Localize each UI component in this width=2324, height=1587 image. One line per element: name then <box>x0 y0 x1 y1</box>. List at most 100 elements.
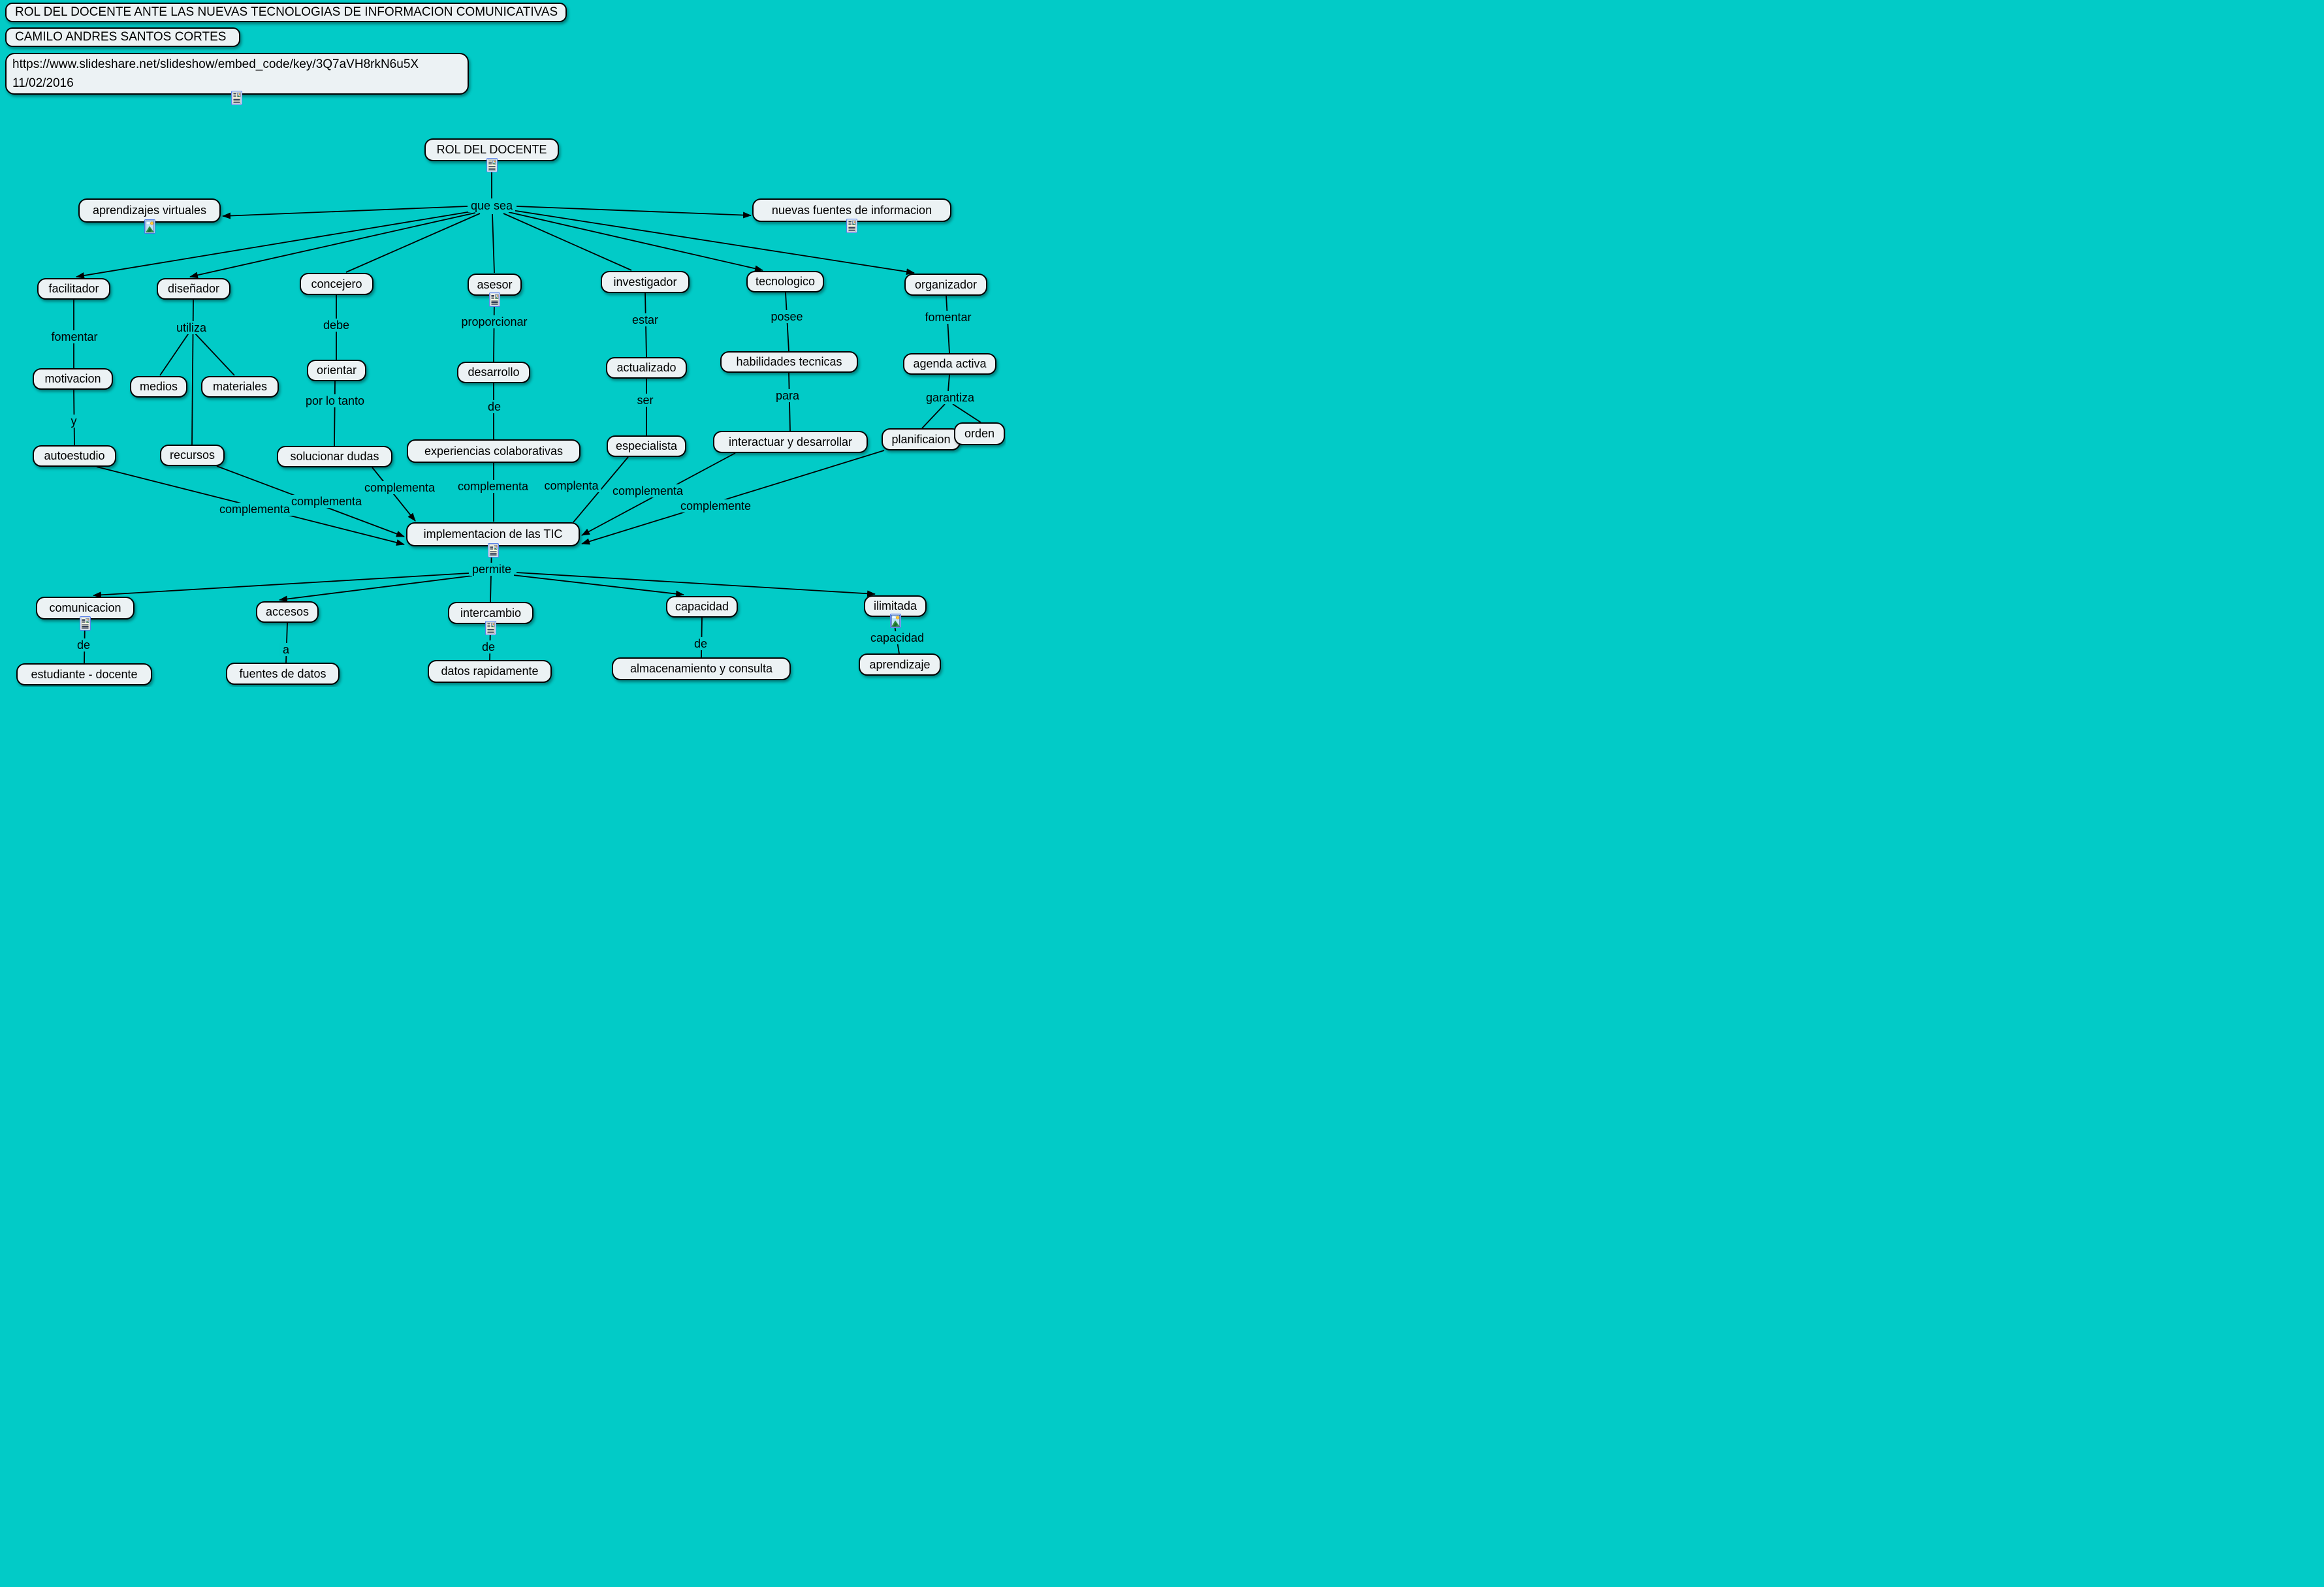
document-icon[interactable] <box>485 621 496 635</box>
map-title-box: ROL DEL DOCENTE ANTE LAS NUEVAS TECNOLOG… <box>5 3 567 22</box>
image-icon[interactable] <box>890 614 901 628</box>
concept-accesos[interactable]: accesos <box>256 601 319 623</box>
concept-planificaion[interactable]: planificaion <box>882 428 961 450</box>
concept-especialista[interactable]: especialista <box>607 435 686 457</box>
concept-nuevas[interactable]: nuevas fuentes de informacion <box>752 198 951 222</box>
concept-capacidad[interactable]: capacidad <box>666 596 738 618</box>
concept-label: estudiante - docente <box>31 667 138 681</box>
link-phrase-capacidad2[interactable]: capacidad <box>867 631 927 644</box>
concept-fuentes[interactable]: fuentes de datos <box>226 663 340 685</box>
concept-agenda[interactable]: agenda activa <box>903 353 996 375</box>
concept-label: datos rapidamente <box>441 665 539 678</box>
concept-concejero[interactable]: concejero <box>300 273 374 295</box>
concept-asesor[interactable]: asesor <box>468 274 522 296</box>
concept-aprendizaje[interactable]: aprendizaje <box>859 653 941 676</box>
connector-line <box>76 211 472 279</box>
concept-label: aprendizaje <box>869 657 931 671</box>
link-phrase-a[interactable]: a <box>279 643 293 656</box>
connector-line <box>947 374 950 392</box>
concept-medios[interactable]: medios <box>130 376 187 398</box>
concept-investigador[interactable]: investigador <box>601 271 690 293</box>
concept-motivacion[interactable]: motivacion <box>33 368 113 390</box>
concept-recursos[interactable]: recursos <box>160 445 225 466</box>
link-phrase-fomentar1[interactable]: fomentar <box>48 330 101 343</box>
link-phrase-garantiza[interactable]: garantiza <box>923 391 978 404</box>
map-author: CAMILO ANDRES SANTOS CORTES <box>15 30 227 44</box>
link-phrase-y[interactable]: y <box>68 415 80 428</box>
document-icon[interactable] <box>231 91 242 105</box>
link-phrase-ser[interactable]: ser <box>634 394 656 407</box>
link-phrase-de1[interactable]: de <box>485 400 504 413</box>
concept-aprendizajes[interactable]: aprendizajes virtuales <box>78 198 221 223</box>
concept-interactuar[interactable]: interactuar y desarrollar <box>713 431 868 453</box>
link-phrase-por_lo_tanto[interactable]: por lo tanto <box>302 394 368 407</box>
concept-estudiante[interactable]: estudiante - docente <box>16 663 152 685</box>
concept-rol[interactable]: ROL DEL DOCENTE <box>424 138 559 161</box>
concept-almacenamiento[interactable]: almacenamiento y consulta <box>612 657 791 680</box>
concept-label: aprendizajes virtuales <box>92 204 207 217</box>
connector-line <box>946 295 950 354</box>
link-phrase-de3[interactable]: de <box>479 640 498 653</box>
concept-materiales[interactable]: materiales <box>201 376 279 398</box>
concept-datos[interactable]: datos rapidamente <box>428 660 552 683</box>
concept-label: implementacion de las TIC <box>423 527 563 541</box>
concept-label: actualizado <box>616 361 677 374</box>
link-phrase-de4[interactable]: de <box>691 637 710 650</box>
document-icon[interactable] <box>80 616 91 631</box>
concept-label: ilimitada <box>873 599 917 612</box>
concept-orientar[interactable]: orientar <box>307 360 366 381</box>
link-phrase-que_sea[interactable]: que sea <box>468 199 516 212</box>
link-phrase-debe[interactable]: debe <box>320 319 353 332</box>
link-phrase-permite[interactable]: permite <box>469 563 515 576</box>
link-phrase-c3[interactable]: complementa <box>361 481 438 494</box>
concept-label: comunicacion <box>49 601 121 614</box>
concept-organizador[interactable]: organizador <box>904 274 987 296</box>
concept-label: asesor <box>477 277 513 291</box>
link-phrase-c7[interactable]: complemente <box>677 499 754 512</box>
link-phrase-utiliza[interactable]: utiliza <box>173 321 210 334</box>
concept-label: facilitador <box>48 282 99 295</box>
link-phrase-fomentar2[interactable]: fomentar <box>922 311 974 324</box>
link-phrase-para[interactable]: para <box>772 389 803 402</box>
link-phrase-posee[interactable]: posee <box>768 310 806 323</box>
concept-solucionar[interactable]: solucionar dudas <box>277 446 392 467</box>
concept-experiencias[interactable]: experiencias colaborativas <box>407 439 581 463</box>
document-icon[interactable] <box>489 292 500 307</box>
concept-comunicacion[interactable]: comunicacion <box>36 597 135 620</box>
concept-label: habilidades tecnicas <box>736 355 842 368</box>
connector-line <box>952 403 981 423</box>
connector-line <box>279 575 473 603</box>
concept-disenador[interactable]: diseñador <box>157 278 231 300</box>
concept-ilimitada[interactable]: ilimitada <box>864 595 927 617</box>
image-icon[interactable] <box>144 219 155 234</box>
concept-desarrollo[interactable]: desarrollo <box>457 362 530 383</box>
concept-label: investigador <box>613 275 677 289</box>
link-phrase-c6[interactable]: complementa <box>609 484 686 497</box>
document-icon[interactable] <box>846 219 857 233</box>
document-icon[interactable] <box>488 543 499 558</box>
concept-habilidades[interactable]: habilidades tecnicas <box>720 351 858 373</box>
link-phrase-proporcionar[interactable]: proporcionar <box>458 315 530 328</box>
source-url: https://www.slideshare.net/slideshow/emb… <box>12 57 419 71</box>
concept-label: capacidad <box>675 600 729 613</box>
concept-orden[interactable]: orden <box>954 422 1005 445</box>
concept-actualizado[interactable]: actualizado <box>606 357 687 379</box>
link-phrase-de2[interactable]: de <box>74 638 93 652</box>
link-phrase-c5[interactable]: complenta <box>541 479 601 492</box>
concept-label: solucionar dudas <box>290 450 379 463</box>
link-phrase-c2[interactable]: complementa <box>288 495 365 508</box>
concept-tecnologico[interactable]: tecnologico <box>746 271 824 292</box>
link-phrase-c1[interactable]: complementa <box>216 503 293 516</box>
concept-autoestudio[interactable]: autoestudio <box>33 445 116 467</box>
document-icon[interactable] <box>486 158 498 172</box>
link-phrase-estar[interactable]: estar <box>629 313 661 326</box>
concept-facilitador[interactable]: facilitador <box>37 278 110 300</box>
connector-line <box>511 210 915 275</box>
concept-label: fuentes de datos <box>239 667 326 680</box>
concept-label: orientar <box>316 364 357 377</box>
concept-label: agenda activa <box>913 357 987 370</box>
link-phrase-c4[interactable]: complementa <box>454 480 532 493</box>
source-date: 11/02/2016 <box>12 76 74 90</box>
map-title: ROL DEL DOCENTE ANTE LAS NUEVAS TECNOLOG… <box>15 5 558 19</box>
connector-line <box>189 212 476 279</box>
